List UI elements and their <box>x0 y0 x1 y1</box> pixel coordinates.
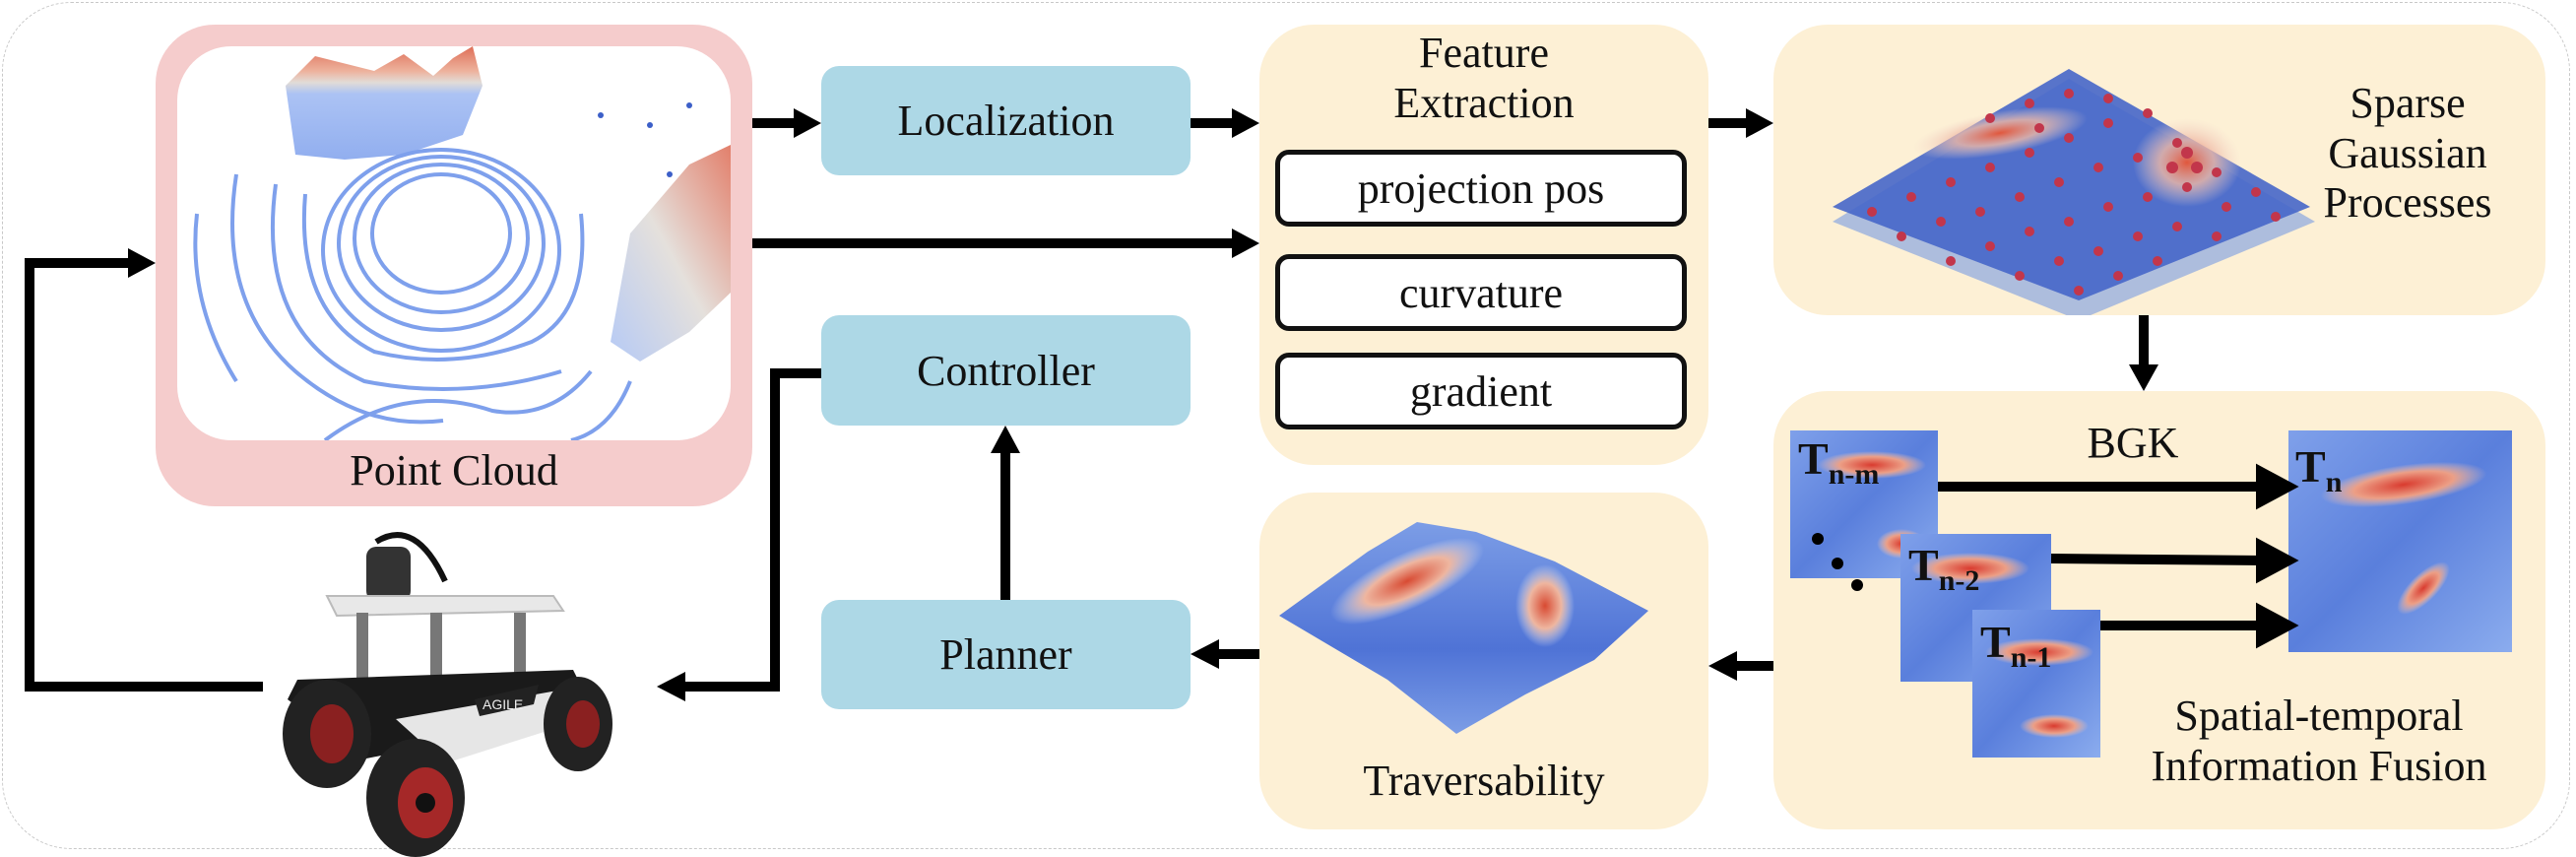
feature-gradient: gradient <box>1275 353 1687 429</box>
tile-label-base: T <box>1908 540 1939 590</box>
arrow-controller-to-robot <box>683 368 821 692</box>
tile-label-base: T <box>2295 441 2326 492</box>
traversability-surface <box>1279 522 1648 734</box>
fusion-line1: Spatial-temporal <box>2174 692 2464 740</box>
point-cloud-label: Point Cloud <box>350 446 558 494</box>
sparse-gp-label: Sparse Gaussian Processes <box>2299 79 2516 229</box>
point-cloud-scan <box>193 46 731 440</box>
fusion-arrows <box>1938 463 2299 649</box>
localization-box: Localization <box>821 66 1191 175</box>
bgk-label: BGK <box>2087 419 2179 467</box>
lidar-sensor <box>366 547 411 601</box>
tile-label-base: T <box>1798 433 1829 484</box>
sparse-gp-surface <box>1833 69 2315 315</box>
robot-image: AGILE <box>283 532 612 857</box>
traversability-panel: Traversability <box>1259 493 1708 829</box>
ellipsis-dots <box>1812 533 1863 591</box>
controller-box: Controller <box>821 315 1191 426</box>
feature-extraction-panel: Feature Extraction projection pos curvat… <box>1259 25 1708 465</box>
arrow-robot-to-pointcloud <box>25 258 263 692</box>
feature-curvature: curvature <box>1275 254 1687 331</box>
tile-label-sub: n-2 <box>1938 564 1980 598</box>
tile-label-sub: n-m <box>1828 458 1880 492</box>
feature-extraction-title: Feature Extraction <box>1259 29 1708 128</box>
fusion-line2: Information Fusion <box>2151 741 2487 790</box>
sparse-gp-line2: Gaussian <box>2328 128 2487 177</box>
sparse-gp-line3: Processes <box>2323 178 2492 228</box>
point-cloud-panel: Point Cloud <box>156 25 752 506</box>
feature-extraction-title-line2: Extraction <box>1393 78 1575 127</box>
tile-label-n-1: Tn-1 <box>1980 616 2051 675</box>
fusion-maps <box>1790 430 2512 758</box>
fusion-label: Spatial-temporal Information Fusion <box>2102 692 2536 791</box>
sparse-gp-panel: Sparse Gaussian Processes <box>1773 25 2545 315</box>
planner-box: Planner <box>821 600 1191 709</box>
inducing-points <box>1867 89 2281 296</box>
feature-extraction-title-line1: Feature <box>1419 29 1549 77</box>
tile-label-n-2: Tn-2 <box>1908 539 1979 598</box>
tile-label-n-m: Tn-m <box>1798 432 1879 492</box>
tile-label-base: T <box>1980 617 2011 667</box>
point-cloud-image <box>177 46 731 440</box>
robot-badge: AGILE <box>483 696 523 712</box>
feature-projection-pos: projection pos <box>1275 150 1687 227</box>
traversability-label: Traversability <box>1363 757 1605 805</box>
tile-label-n: Tn <box>2295 440 2342 499</box>
tile-label-sub: n <box>2325 466 2343 499</box>
fusion-panel: BGK Tn-m Tn-2 Tn-1 Tn Spatial-temporal I… <box>1773 391 2545 829</box>
tile-label-sub: n-1 <box>2010 641 2052 675</box>
sparse-gp-line1: Sparse <box>2350 79 2466 127</box>
